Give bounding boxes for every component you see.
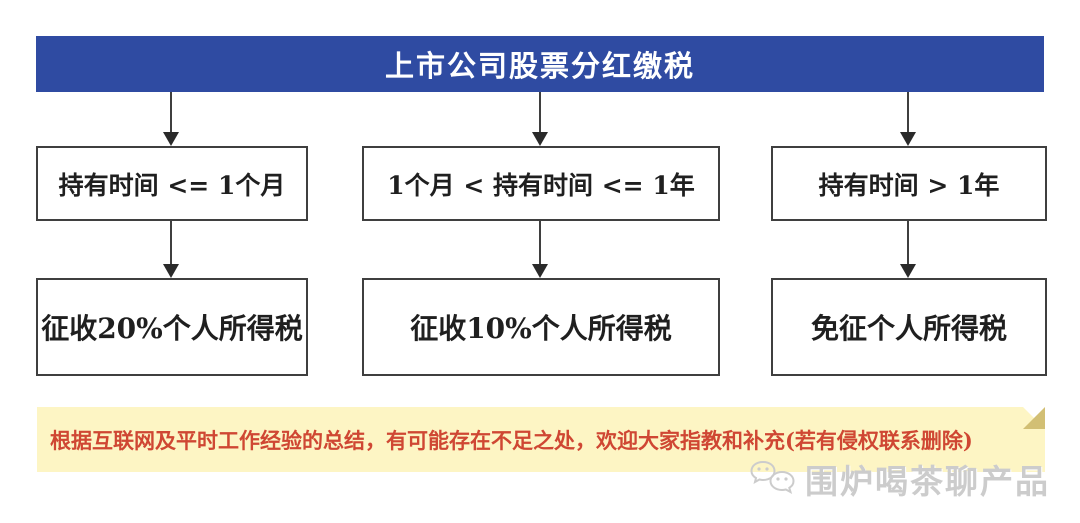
arrow-down-icon [532,92,548,146]
condition-box-under-1-month: 持有时间 <= 1个月 [36,146,308,221]
arrow-down-icon [532,221,548,278]
wechat-speech-bubbles-icon [750,460,795,494]
chart-title-banner: 上市公司股票分红缴税 [36,36,1044,92]
result-box-10-percent-tax: 征收10%个人所得税 [362,278,720,376]
note-folded-corner [1023,407,1045,429]
arrow-down-icon [163,221,179,278]
arrow-down-icon [900,221,916,278]
disclaimer-note: 根据互联网及平时工作经验的总结，有可能存在不足之处，欢迎大家指教和补充(若有侵权… [37,407,1045,472]
arrow-down-icon [163,92,179,146]
watermark: 围炉喝茶聊产品 [749,455,1050,503]
disclaimer-text: 根据互联网及平时工作经验的总结，有可能存在不足之处，欢迎大家指教和补充(若有侵权… [50,427,973,453]
result-box-tax-exempt: 免征个人所得税 [771,278,1047,376]
result-box-20-percent-tax: 征收20%个人所得税 [36,278,308,376]
watermark-label: 围炉喝茶聊产品 [805,462,1050,501]
condition-box-over-1-year: 持有时间 > 1年 [771,146,1047,221]
arrow-down-icon [900,92,916,146]
condition-box-1-month-to-1-year: 1个月 < 持有时间 <= 1年 [362,146,720,221]
